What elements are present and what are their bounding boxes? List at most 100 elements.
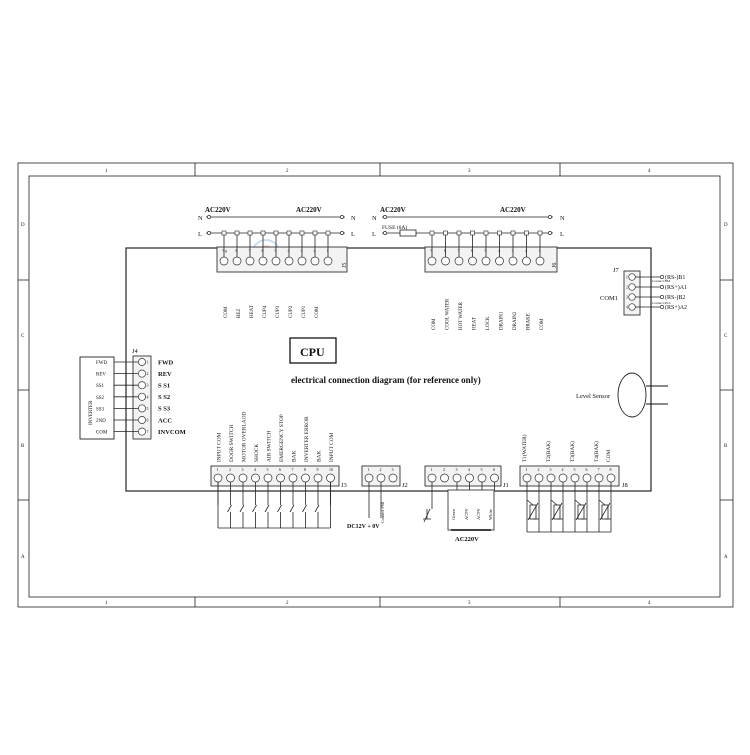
j7-pin: 4 bbox=[626, 306, 628, 310]
j6-relay-contact bbox=[456, 230, 462, 236]
j4-terminal bbox=[138, 369, 146, 378]
j3-signal-label: MOTOR OVERLAOD bbox=[242, 412, 248, 462]
diagram-subtitle: electrical connection diagram (for refer… bbox=[291, 375, 481, 385]
j6-terminal bbox=[454, 256, 464, 266]
j6-terminal bbox=[427, 256, 437, 266]
j3-pin: 5 bbox=[267, 467, 269, 472]
j5-terminal bbox=[232, 256, 242, 266]
j6-signal-label: COM bbox=[432, 318, 437, 330]
j8-signal-label: T2(BAK) bbox=[545, 441, 552, 462]
j1-pin: 3 bbox=[456, 467, 458, 472]
j4-terminal bbox=[138, 404, 146, 413]
j8-terminal bbox=[594, 473, 604, 483]
j3-signal-label: BAK bbox=[317, 451, 323, 462]
j8-terminal bbox=[534, 473, 544, 483]
j5-pin: 6 bbox=[262, 248, 264, 253]
j4-terminal bbox=[138, 358, 146, 366]
j3-terminal bbox=[251, 473, 260, 483]
board-outline bbox=[125, 247, 652, 492]
row-mark: A bbox=[21, 555, 25, 560]
j3-terminal bbox=[276, 473, 285, 483]
j6-terminal bbox=[508, 256, 518, 266]
j3-signal-label: EMERGENCY STOP bbox=[279, 414, 285, 462]
j8-terminal-block bbox=[519, 465, 620, 487]
j3-switch bbox=[227, 504, 232, 513]
row-mark: B bbox=[21, 444, 25, 449]
j4-pin: 3 bbox=[147, 383, 149, 388]
j4-inverter-label: SS3 bbox=[96, 407, 105, 412]
level-sensor: Level Sensor bbox=[576, 372, 668, 418]
j1-terminal bbox=[427, 473, 437, 483]
j3-pin: 7 bbox=[292, 467, 294, 472]
j5-relay-contact bbox=[286, 230, 292, 236]
j1-terminal-block bbox=[424, 465, 502, 487]
j5-pin: 8 bbox=[236, 248, 238, 253]
j7-wire-end bbox=[660, 275, 664, 279]
j2-caption: DC12V + 0V bbox=[347, 524, 380, 530]
fuse bbox=[399, 229, 417, 237]
j5-terminal bbox=[310, 256, 320, 266]
n-label: N bbox=[372, 215, 377, 222]
j3-signal-label: SHOCK bbox=[254, 444, 260, 462]
j6-relay-contact bbox=[510, 230, 516, 236]
j8-pin: 5 bbox=[574, 467, 576, 472]
j3-pin: 3 bbox=[242, 467, 244, 472]
j4-pin: 1 bbox=[147, 360, 149, 365]
j4-inverter-label: SS2 bbox=[96, 396, 105, 401]
j7-signal-label: (RS-)B1 bbox=[665, 274, 685, 281]
j5-signal-label: CUP3 bbox=[276, 305, 281, 318]
j4-terminal bbox=[138, 392, 146, 401]
j2-pin: 3 bbox=[392, 467, 394, 472]
j7-wire-end bbox=[660, 295, 664, 299]
j6-pin: 5 bbox=[485, 248, 487, 253]
j8-terminal bbox=[570, 473, 580, 483]
j2-note: Connect PMI bbox=[380, 501, 385, 523]
j8-wire bbox=[598, 499, 606, 506]
j7-note: Connect PLC bbox=[652, 301, 672, 305]
j1-terminal bbox=[490, 473, 499, 483]
j5-signal-label: COM bbox=[224, 306, 229, 318]
j4-signal-label: INVCOM bbox=[158, 429, 186, 436]
j3-label: J3 bbox=[341, 482, 347, 489]
j1-pin: 1 bbox=[431, 467, 433, 472]
connector-j8: J8 bbox=[519, 465, 628, 489]
j5-label: J5 bbox=[342, 263, 348, 268]
l-label: L bbox=[372, 231, 376, 238]
j6-signal-label: DRAIN2 bbox=[513, 311, 518, 330]
j3-terminal bbox=[326, 473, 335, 483]
j7-pin: 2 bbox=[626, 286, 628, 290]
j5-pin: 1 bbox=[327, 248, 329, 253]
j1-terminal bbox=[440, 473, 449, 483]
j4-signal-label: S S1 bbox=[158, 383, 170, 390]
j6-signal-label: COM bbox=[540, 318, 545, 330]
col-mark: 4 bbox=[648, 169, 651, 174]
j8-terminal bbox=[582, 473, 592, 483]
frame-inner bbox=[28, 175, 721, 598]
frame-row-marks: D C B A D C B A bbox=[18, 223, 733, 560]
thermistor-arrow bbox=[527, 502, 539, 521]
row-mark: D bbox=[724, 223, 728, 228]
j4-pin: 7 bbox=[147, 429, 149, 434]
j8-terminal bbox=[522, 473, 532, 483]
j7-pin: 3 bbox=[626, 296, 628, 300]
j7-group-label: COM1 bbox=[600, 295, 618, 302]
j3-terminal bbox=[263, 473, 273, 483]
col-mark: 3 bbox=[468, 601, 471, 606]
j7-signal-label: (RS-)B2 bbox=[665, 294, 685, 301]
n-label: N bbox=[351, 215, 356, 222]
j4-label: J4 bbox=[132, 348, 139, 355]
j8-wire bbox=[526, 499, 534, 506]
j4-terminal bbox=[138, 381, 146, 390]
col-mark: 1 bbox=[105, 601, 108, 606]
j4-inverter-label: SS1 bbox=[96, 384, 105, 389]
j7-terminal bbox=[628, 303, 636, 311]
j8-signal-label: COM bbox=[606, 450, 612, 462]
ground-symbol bbox=[423, 508, 431, 523]
j3-signal-label: DOOR SWITCH bbox=[229, 425, 235, 462]
j8-pin: 4 bbox=[562, 467, 564, 472]
j3-pin: 8 bbox=[304, 467, 306, 472]
j2-pin: 1 bbox=[368, 467, 370, 472]
col-mark: 2 bbox=[286, 601, 289, 606]
j6-label: J6 bbox=[552, 263, 558, 268]
